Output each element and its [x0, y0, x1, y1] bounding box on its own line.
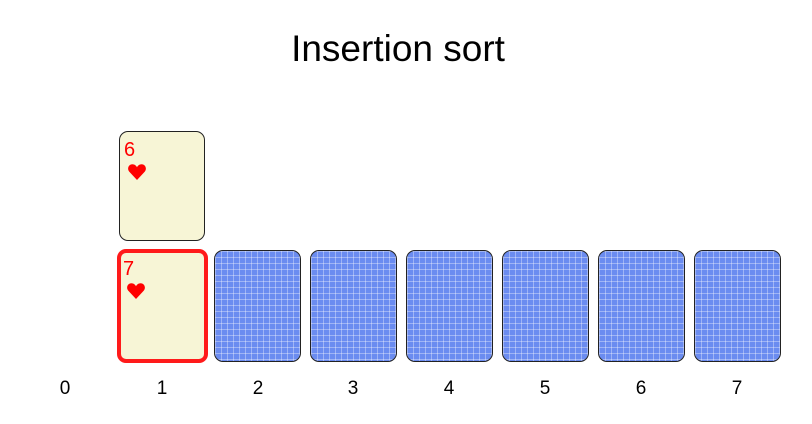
slot-index-7: 7 — [731, 378, 743, 399]
slot-index-3: 3 — [347, 378, 359, 399]
slot-card-2[interactable] — [214, 250, 301, 362]
slot-index-5: 5 — [539, 378, 551, 399]
slot-index-0: 0 — [59, 378, 71, 399]
card-rank: 7 — [123, 258, 135, 280]
heart-icon — [128, 164, 146, 180]
heart-icon — [127, 283, 145, 299]
slot-card-7[interactable] — [694, 250, 781, 362]
held-card[interactable]: 6 — [119, 131, 205, 241]
slot-card-6[interactable] — [598, 250, 685, 362]
slot-card-5[interactable] — [502, 250, 589, 362]
card-rank: 6 — [124, 139, 136, 161]
page-title: Insertion sort — [291, 28, 505, 69]
slot-card-3[interactable] — [310, 250, 397, 362]
slot-index-4: 4 — [443, 378, 455, 399]
slot-card-4[interactable] — [406, 250, 493, 362]
slot-card-1[interactable]: 7 — [117, 249, 208, 363]
slot-index-1: 1 — [156, 378, 168, 399]
slot-index-2: 2 — [252, 378, 264, 399]
slot-index-6: 6 — [635, 378, 647, 399]
